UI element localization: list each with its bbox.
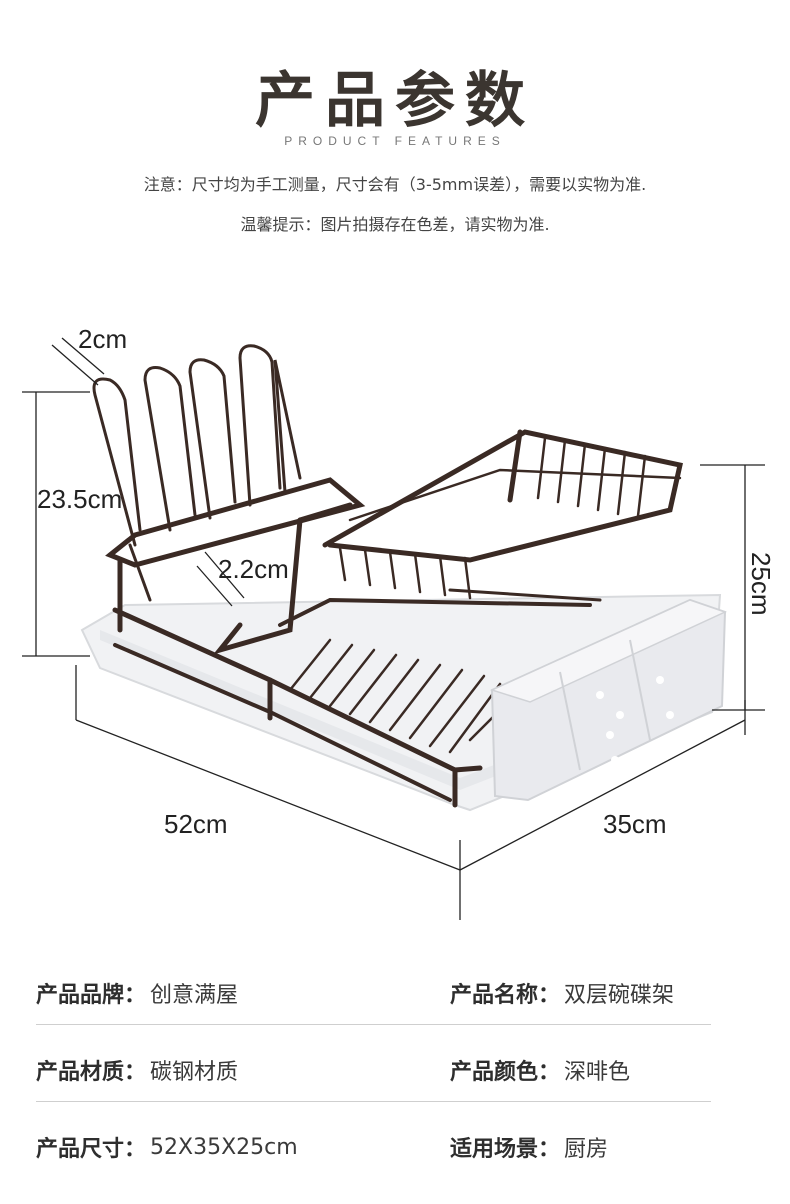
spec-row: 产品尺寸： 52X35X25cm 适用场景： 厨房 — [36, 1116, 711, 1178]
total-height-dimension: 25cm — [746, 552, 776, 616]
spec-color: 产品颜色： 深啡色 — [450, 1054, 630, 1086]
page-subtitle: PRODUCT FEATURES — [284, 134, 506, 148]
slot-gap-dimension: 2.2cm — [218, 554, 289, 584]
spec-value: 碳钢材质 — [150, 1060, 239, 1085]
spec-label: 产品品牌： — [36, 983, 147, 1008]
spec-row: 产品材质： 碳钢材质 产品颜色： 深啡色 — [36, 1039, 711, 1102]
spec-label: 产品材质： — [36, 1060, 147, 1085]
spec-material: 产品材质： 碳钢材质 — [36, 1054, 450, 1086]
spec-label: 产品尺寸： — [36, 1137, 147, 1162]
length-dimension: 52cm — [164, 809, 228, 839]
color-tip: 温馨提示：图片拍摄存在色差，请实物为准. — [240, 215, 550, 234]
spec-value: 创意满屋 — [150, 983, 239, 1008]
spec-scene: 适用场景： 厨房 — [450, 1131, 608, 1163]
spec-brand: 产品品牌： 创意满屋 — [36, 977, 450, 1009]
spec-label: 产品名称： — [450, 983, 561, 1008]
cutlery-holder — [489, 598, 728, 802]
dimension-lines — [22, 337, 765, 920]
page-title: 产品参数 — [255, 66, 535, 136]
spec-label: 适用场景： — [450, 1137, 561, 1162]
measurement-note: 注意：尺寸均为手工测量，尺寸会有（3-5mm误差），需要以实物为准. — [143, 175, 647, 194]
spec-size: 产品尺寸： 52X35X25cm — [36, 1131, 450, 1163]
product-dimension-diagram: 2cm 23.5cm 2.2cm 25cm 52cm 35cm — [22, 324, 776, 920]
plate-holder-hooks — [92, 344, 302, 547]
spec-row: 产品品牌： 创意满屋 产品名称： 双层碗碟架 — [36, 962, 711, 1025]
dish-rack-frame — [92, 344, 683, 808]
hook-gap-dimension: 2cm — [78, 324, 127, 354]
spec-value: 深啡色 — [564, 1060, 631, 1085]
spec-name: 产品名称： 双层碗碟架 — [450, 977, 674, 1009]
spec-label: 产品颜色： — [450, 1060, 561, 1085]
spec-value: 双层碗碟架 — [564, 983, 675, 1008]
rack-height-dimension: 23.5cm — [37, 484, 122, 514]
spec-table: 产品品牌： 创意满屋 产品名称： 双层碗碟架 产品材质： 碳钢材质 产品颜色： … — [36, 962, 711, 1192]
spec-value: 厨房 — [564, 1137, 609, 1162]
width-dimension: 35cm — [603, 809, 667, 839]
spec-value: 52X35X25cm — [150, 1134, 298, 1160]
